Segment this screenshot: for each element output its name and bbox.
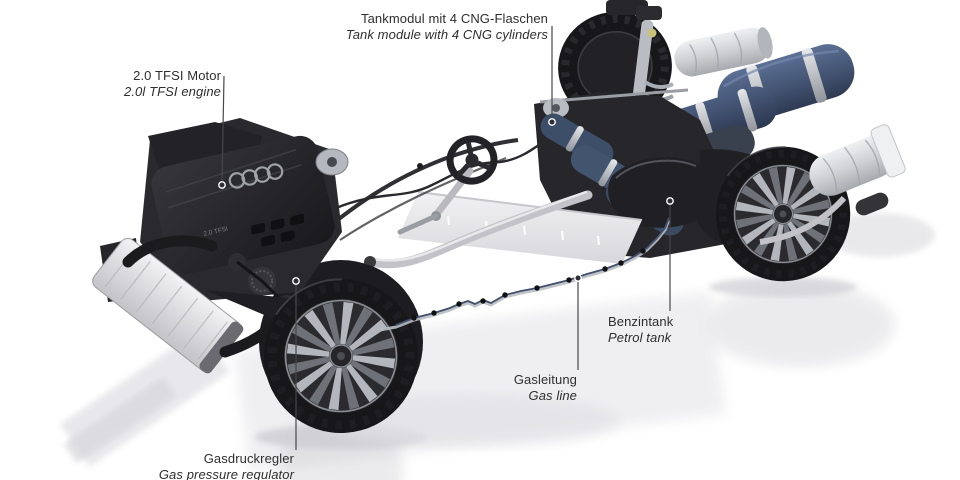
- exhaust-mufflers-right: [759, 124, 906, 245]
- leader-dot-engine: [218, 181, 226, 189]
- callout-engine-de: 2.0 TFSI Motor: [133, 68, 221, 83]
- leader-dot-gas-pressure-regulator: [292, 277, 300, 285]
- callout-gas-pressure-regulator-en: Gas pressure regulator: [158, 466, 294, 480]
- callout-engine: 2.0 TFSI Motor 2.0l TFSI engine: [124, 68, 221, 99]
- strut-mount: [315, 148, 349, 176]
- callout-leader-dots: [218, 118, 674, 285]
- leader-dot-petrol-tank: [666, 197, 674, 205]
- gas-line-clips: [411, 248, 646, 321]
- callout-tank-module-de: Tankmodul mit 4 CNG-Flaschen: [360, 11, 548, 26]
- steering-wheel: [446, 135, 498, 185]
- exhaust-muffler-top: [674, 27, 773, 77]
- callout-petrol-tank-de: Benzintank: [608, 314, 674, 329]
- engine-block: 2.0 TFSI: [100, 118, 349, 330]
- leader-dot-gas-line: [574, 274, 582, 282]
- audi-rings-logo: [228, 163, 284, 189]
- callout-gas-pressure-regulator: Gasdruckregler Gas pressure regulator: [159, 451, 294, 480]
- callout-engine-en: 2.0l TFSI engine: [124, 83, 221, 99]
- callout-leaders: [221, 26, 671, 450]
- callout-gas-pressure-regulator-de: Gasdruckregler: [203, 451, 294, 466]
- callout-tank-module: Tankmodul mit 4 CNG-Flaschen Tank module…: [346, 11, 548, 42]
- center-chassis: [310, 135, 643, 269]
- rear-assembly: [534, 0, 906, 292]
- callout-tank-module-en: Tank module with 4 CNG cylinders: [345, 26, 548, 42]
- exhaust-pipe: [364, 190, 593, 269]
- sill-beam: [398, 191, 643, 264]
- callout-petrol-tank: Benzintank Petrol tank: [608, 314, 673, 345]
- gas-line-plumbing: [379, 217, 671, 332]
- callout-gas-line-de: Gasleitung: [513, 372, 577, 387]
- front-assembly: 2.0 TFSI: [92, 118, 428, 443]
- callout-petrol-tank-en: Petrol tank: [608, 329, 672, 345]
- leader-dot-tank-module: [548, 118, 556, 126]
- callout-gas-line: Gasleitung Gas line: [514, 372, 577, 403]
- petrol-tank: [608, 157, 715, 228]
- leader-engine: [221, 75, 225, 184]
- callout-gas-line-en: Gas line: [528, 387, 577, 403]
